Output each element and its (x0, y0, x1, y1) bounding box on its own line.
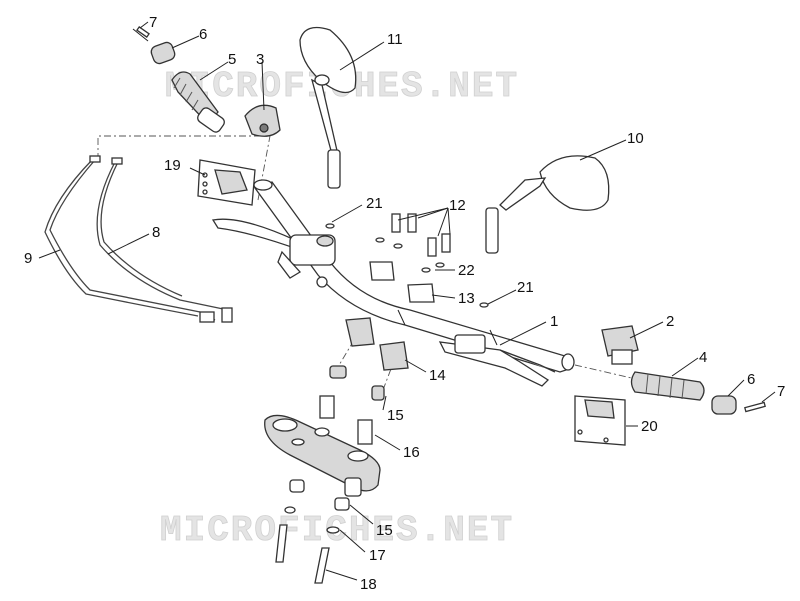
callout-7-left: 7 (149, 14, 157, 31)
callout-19: 19 (164, 157, 181, 174)
callout-7-right: 7 (777, 383, 785, 400)
callout-labels: 7 6 5 3 11 10 19 21 12 8 9 22 21 13 1 2 … (24, 14, 785, 593)
callout-6-right: 6 (747, 371, 755, 388)
callout-9: 9 (24, 250, 32, 267)
callout-6-left: 6 (199, 26, 207, 43)
callout-11: 11 (387, 31, 403, 48)
callout-22: 22 (458, 262, 475, 279)
right-lever-assembly (438, 334, 556, 387)
callout-10: 10 (627, 130, 644, 147)
left-lever-assembly (211, 218, 336, 288)
risers (319, 365, 385, 445)
right-grip (630, 371, 766, 415)
left-grip (132, 26, 225, 133)
throttle-cables (44, 155, 233, 323)
callout-20: 20 (641, 418, 658, 435)
left-switch (244, 104, 281, 137)
callout-1: 1 (550, 313, 558, 330)
callout-2: 2 (666, 313, 674, 330)
clamps-and-bolts (325, 213, 489, 371)
right-mirror (485, 155, 610, 254)
callout-16: 16 (403, 444, 420, 461)
callout-4: 4 (699, 349, 707, 366)
right-switch (601, 325, 639, 365)
callout-13: 13 (458, 290, 475, 307)
right-bracket (574, 395, 626, 446)
callout-21-left: 21 (366, 195, 383, 212)
callout-5: 5 (228, 51, 236, 68)
watermark-bottom: MICROFICHES.NET (160, 510, 514, 551)
left-mirror (299, 26, 357, 189)
left-bracket (197, 159, 256, 206)
triple-clamp (264, 414, 381, 584)
callout-12: 12 (449, 197, 466, 214)
handlebar (253, 179, 575, 373)
callout-18: 18 (360, 576, 377, 593)
callout-15-lower: 15 (376, 522, 393, 539)
callout-21-right: 21 (517, 279, 534, 296)
leader-lines (38, 21, 776, 581)
callout-17: 17 (369, 547, 386, 564)
callout-14: 14 (429, 367, 446, 384)
callout-8: 8 (152, 224, 160, 241)
callout-3: 3 (256, 51, 264, 68)
callout-15-upper: 15 (387, 407, 404, 424)
